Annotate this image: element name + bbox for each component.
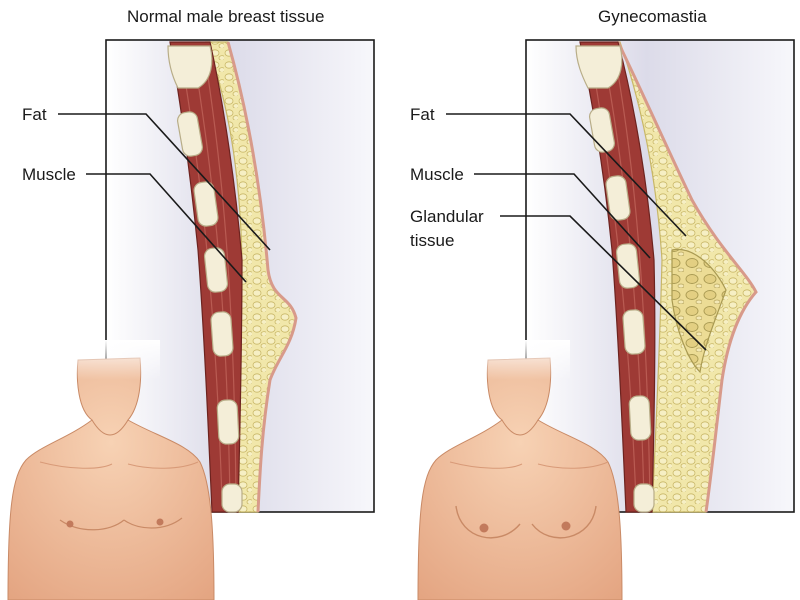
panel-gynecomastia: Gynecomastia Fat Muscle Glandular tissue [410,7,795,600]
label-fat: Fat [410,105,435,124]
male-torso-gynecomastia [417,340,623,600]
label-muscle: Muscle [410,165,464,184]
label-muscle: Muscle [22,165,76,184]
leader-line-muscle [86,173,247,283]
panel-title-normal: Normal male breast tissue [127,7,324,26]
label-glandular: Glandular [410,207,484,226]
leader-line-fat [446,113,687,237]
leader-line-glandular [500,215,707,351]
skin-edge [616,41,758,513]
panel-normal: Normal male breast tissue Fat Muscle [7,7,375,600]
label-fat: Fat [22,105,47,124]
male-torso-normal [7,340,215,600]
leader-line-fat [58,113,271,251]
skin-edge [226,41,298,513]
label-tissue: tissue [410,231,454,250]
ribs [167,45,243,513]
glandular-tissue [671,248,727,374]
leader-line-muscle [474,173,651,259]
panel-title-gynecomastia: Gynecomastia [598,7,707,26]
ribs [575,45,655,513]
